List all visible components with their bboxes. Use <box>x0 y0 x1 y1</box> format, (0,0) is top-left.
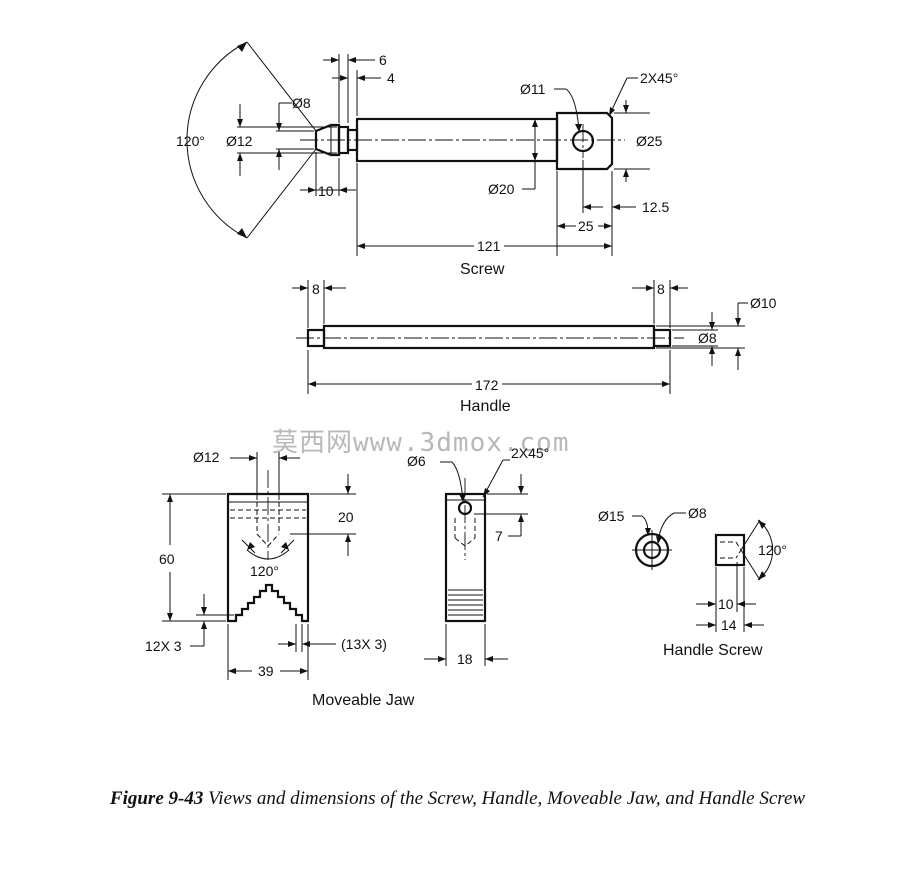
handle-end-right-length: 8 <box>657 281 665 297</box>
jaw-side-hole-diameter: Ø6 <box>407 453 426 469</box>
screw-body-diameter: Ø20 <box>488 181 515 197</box>
handle-screw-title: Handle Screw <box>663 642 763 659</box>
figure-label: Figure 9-43 <box>109 788 204 809</box>
jaw-front-outline <box>226 492 310 623</box>
jaw-chamfer: 2X45° <box>511 445 549 461</box>
handle-title: Handle <box>460 398 511 415</box>
jaw-bore-diameter: Ø12 <box>193 449 220 465</box>
handle-end-diameter: Ø8 <box>698 330 717 346</box>
handle-screw-angle: 120° <box>758 542 787 558</box>
handle-total-length: 172 <box>475 377 499 393</box>
handle-screw-view: Ø15 Ø8 120° 10 14 Handle Screw <box>598 505 787 659</box>
jaw-thickness: 18 <box>457 651 473 667</box>
screw-head <box>555 111 614 171</box>
handle-screw-length-b: 14 <box>721 617 737 633</box>
figure-caption-text: Views and dimensions of the Screw, Handl… <box>203 788 806 809</box>
handle-bar-diameter: Ø10 <box>750 295 777 311</box>
handle-view: 8 8 Ø10 Ø8 172 Handle <box>292 280 777 415</box>
moveable-jaw-title: Moveable Jaw <box>312 692 415 709</box>
handle-screw-side <box>714 533 746 567</box>
jaw-bore-depth: 20 <box>338 509 354 525</box>
jaw-side-hole-depth: 7 <box>495 528 503 544</box>
screw-hole-diameter: Ø11 <box>520 81 546 97</box>
screw-hole-offset: 12.5 <box>642 199 669 215</box>
screw-angle: 120° <box>176 133 205 149</box>
screw-step-6: 6 <box>379 52 387 68</box>
screw-step-4: 4 <box>387 70 395 86</box>
screw-head-diameter: Ø25 <box>636 133 663 149</box>
screw-title: Screw <box>460 261 505 278</box>
screw-head-width: 25 <box>578 218 594 234</box>
handle-bar <box>322 324 656 350</box>
screw-tip-diameter: Ø8 <box>292 95 311 111</box>
handle-screw-length-a: 10 <box>718 596 734 612</box>
screw-tip-length: 10 <box>318 183 334 199</box>
screw-neck-diameter: Ø12 <box>226 133 253 149</box>
jaw-width: 39 <box>258 663 274 679</box>
screw-total-length: 121 <box>477 238 501 254</box>
figure-caption: Figure 9-43 Views and dimensions of the … <box>40 786 875 811</box>
screw-chamfer: 2X45° <box>640 70 678 86</box>
moveable-jaw-view: Ø12 120° 20 60 12X 3 <box>145 445 549 709</box>
screw-view: 120° Ø8 Ø12 10 6 <box>176 41 678 278</box>
jaw-angle: 120° <box>250 563 279 579</box>
jaw-height: 60 <box>159 551 175 567</box>
jaw-teeth-left: 12X 3 <box>145 638 182 654</box>
handle-end-left-length: 8 <box>312 281 320 297</box>
jaw-teeth-right: (13X 3) <box>341 636 387 652</box>
handle-screw-outer-diameter: Ø15 <box>598 508 625 524</box>
handle-screw-inner-diameter: Ø8 <box>688 505 707 521</box>
technical-drawing: 120° Ø8 Ø12 10 6 <box>145 41 787 709</box>
watermark: 莫西网www.3dmox.com <box>272 428 570 458</box>
